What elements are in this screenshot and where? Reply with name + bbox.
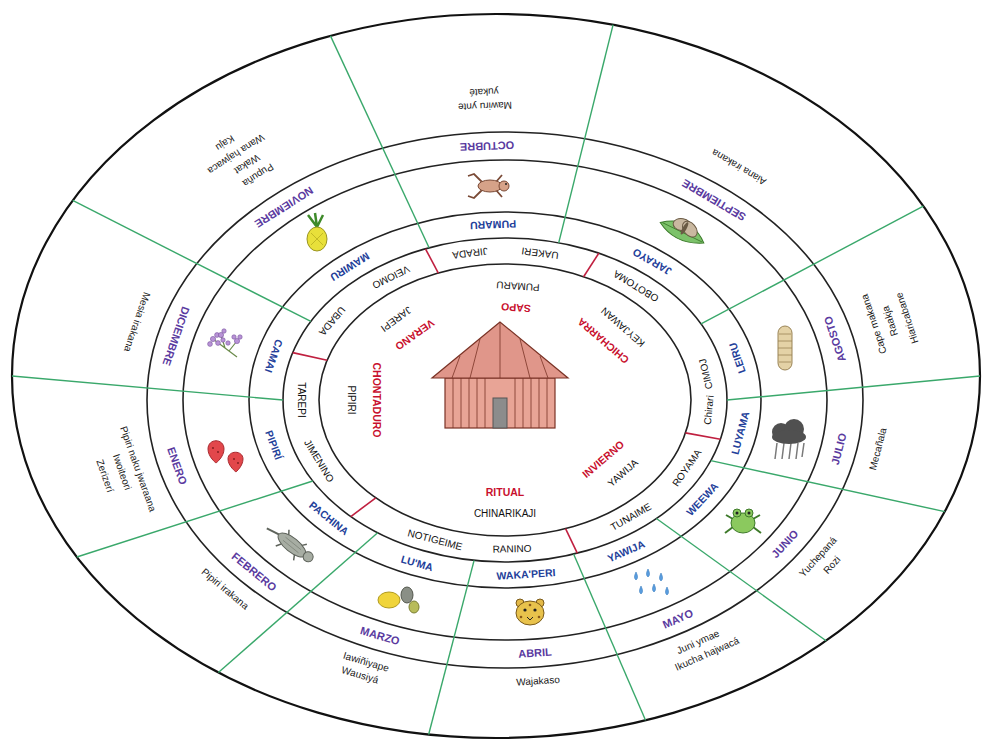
month-note: Wajakaso	[515, 674, 561, 688]
ring-name: CAMAI	[262, 337, 286, 375]
fruit-picture	[307, 213, 327, 251]
sector-line	[12, 376, 283, 400]
hut-picture	[432, 322, 568, 428]
season-tick	[351, 498, 376, 517]
animal-picture	[262, 518, 318, 569]
sector-line	[727, 376, 980, 400]
ring-line	[147, 132, 863, 668]
fruit-picture	[378, 587, 419, 613]
ring-name: PUMARU	[468, 218, 517, 232]
season-ticks	[293, 249, 721, 553]
month-name: SEPTIEMBRE	[679, 176, 749, 224]
sector-line	[429, 560, 474, 734]
ring-name: PIPIRÍ	[263, 428, 285, 463]
ring-name: PACHINA	[306, 498, 352, 538]
flower-picture	[208, 329, 243, 357]
inner-ring-name: TAREPI	[295, 381, 307, 418]
month-name: ENERO	[164, 444, 190, 487]
inner-ring-name: TUNAIME	[607, 501, 654, 534]
ring-line	[319, 264, 691, 536]
season-tick	[584, 253, 599, 277]
ring-line	[283, 238, 727, 562]
inner-ring-name: VEIOMO	[370, 262, 413, 291]
sector-line	[559, 25, 613, 243]
month-name: JULIO	[828, 430, 849, 466]
month-name: ABRIL	[516, 646, 552, 661]
ring-name: JARAYO	[630, 246, 675, 279]
month-note: yukaté	[468, 86, 500, 99]
sector-lines	[12, 25, 980, 735]
month-name: JUNIO	[768, 527, 801, 562]
inner-ring-name: Chirari	[701, 394, 715, 426]
ring-name: WAKA'PERI	[495, 566, 557, 582]
month-name: OCTUBRE	[459, 139, 516, 154]
season-word: CHINARIKAJI	[473, 508, 537, 520]
calendar-rings	[12, 14, 980, 738]
inner-ring-name: CIMOJ	[696, 357, 715, 392]
month-name: DICIEMBRE	[159, 304, 192, 368]
month-note: Hiaricabane	[893, 289, 921, 345]
month-name: NOVIEMBRE	[252, 183, 317, 231]
inner-ring-name: ROYAMA	[669, 446, 704, 489]
season-tick	[566, 529, 578, 554]
grub-picture	[778, 326, 792, 370]
ring-name: WEEWA	[683, 479, 721, 518]
frog-picture	[725, 509, 761, 533]
season-name: RITUAL	[485, 486, 526, 498]
outer-ellipse	[12, 14, 980, 738]
sector-line	[330, 36, 429, 248]
inner-ring-name: NOTIGEIME	[406, 527, 465, 553]
month-name: MARZO	[358, 624, 402, 648]
season-tick	[685, 433, 720, 439]
ring-name: LEIRU	[726, 340, 748, 376]
ring-name: LU'MA	[399, 552, 436, 573]
month-name: FEBRERO	[229, 549, 280, 594]
inner-ring-name: UAKERI	[520, 245, 560, 261]
season-name: SAPO	[500, 301, 532, 315]
sector-line	[711, 461, 945, 512]
ring-name: YAWIJA	[605, 537, 648, 564]
season-word: PUMARU	[495, 279, 541, 293]
moth-picture	[658, 207, 711, 251]
inner-ring-name: JIMENINO	[301, 436, 337, 484]
season-word: PIPIRI	[345, 385, 357, 416]
ring-name: MAWIRU	[327, 250, 372, 284]
season-tick	[425, 249, 438, 273]
month-note: Aiana irakana	[709, 146, 769, 188]
inner-ring-name: OBOTOMA	[611, 267, 662, 304]
season-name: CHONTADURO	[371, 361, 383, 438]
month-note: Mawiru ynte	[457, 100, 513, 114]
sector-line	[574, 554, 646, 720]
month-name: MAYO	[659, 606, 695, 631]
fruit-picture	[208, 441, 243, 472]
frog-picture	[468, 174, 509, 198]
season-word: YAWIJA	[605, 456, 641, 490]
inner-ring-name: RANINO	[491, 543, 532, 556]
month-note: Mesia irakana	[121, 290, 153, 355]
month-name: AGOSTO	[821, 313, 849, 364]
rain-picture	[635, 569, 669, 595]
animal-picture	[516, 599, 544, 625]
inner-ring-name: JIRADA	[450, 245, 489, 261]
ring-name: LUYAMA	[728, 410, 751, 458]
sector-line	[656, 518, 826, 640]
month-note: Mecañala	[867, 426, 889, 473]
inner-ring-name: UBADA	[316, 303, 348, 338]
season-tick	[293, 353, 327, 361]
ring-line	[249, 212, 761, 588]
cloud-picture	[772, 419, 806, 459]
